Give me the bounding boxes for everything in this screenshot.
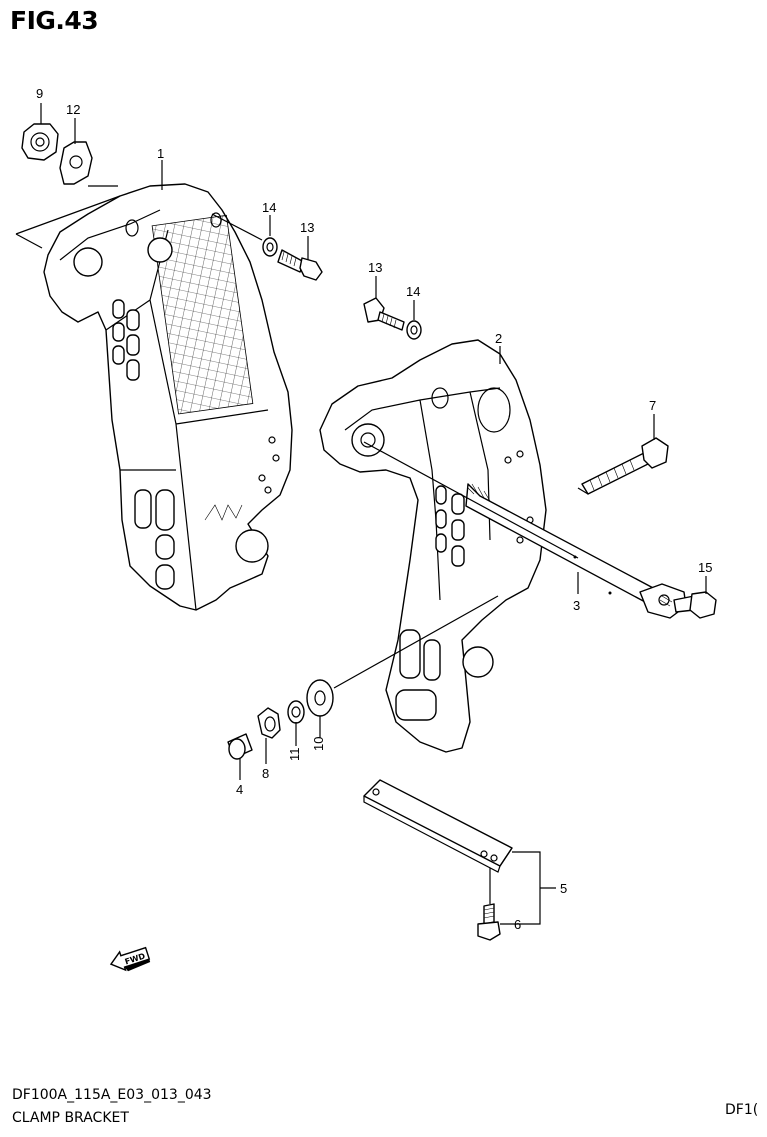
- callout-6: 6: [514, 917, 521, 932]
- callout-11: 11: [287, 748, 302, 762]
- section-name: CLAMP BRACKET: [12, 1110, 129, 1126]
- callout-14b: 14: [406, 284, 420, 299]
- bolt-13a-part[interactable]: [277, 249, 323, 281]
- washer-11-part[interactable]: [287, 700, 305, 724]
- collar-4-part[interactable]: [227, 733, 253, 760]
- bolt-13b-part[interactable]: [363, 297, 405, 331]
- nut-9-part[interactable]: [21, 123, 59, 161]
- callout-13b: 13: [368, 260, 382, 275]
- callout-5: 5: [560, 881, 567, 896]
- callout-12: 12: [66, 102, 80, 117]
- callout-4: 4: [236, 782, 243, 797]
- callout-7: 7: [649, 398, 656, 413]
- clamp-bracket-right-part[interactable]: [319, 339, 547, 753]
- clamp-shaft-part[interactable]: [465, 483, 687, 619]
- washer-plate-12-part[interactable]: [59, 141, 93, 185]
- callout-10: 10: [311, 737, 326, 751]
- callout-9: 9: [36, 86, 43, 101]
- figure-title: FIG.43: [10, 6, 99, 35]
- plate-5-part[interactable]: [363, 779, 513, 873]
- bolt-7-part[interactable]: [581, 437, 669, 495]
- clamp-bracket-left-part[interactable]: [43, 183, 293, 611]
- washer-10-part[interactable]: [306, 679, 334, 717]
- diagram-code: DF100A_115A_E03_013_043: [12, 1087, 212, 1103]
- callout-13a: 13: [300, 220, 314, 235]
- callout-8: 8: [262, 766, 269, 781]
- washer-14b-part[interactable]: [406, 320, 422, 340]
- callout-2: 2: [495, 331, 502, 346]
- fwd-arrow-icon: FWD: [109, 946, 151, 972]
- callout-1: 1: [157, 146, 164, 161]
- screw-6-part[interactable]: [477, 903, 501, 941]
- callout-15: 15: [698, 560, 712, 575]
- washer-14a-part[interactable]: [262, 237, 278, 257]
- callout-14a: 14: [262, 200, 276, 215]
- nut-8-part[interactable]: [257, 707, 281, 739]
- footer-right-code: DF1(: [725, 1102, 759, 1118]
- callout-3: 3: [573, 598, 580, 613]
